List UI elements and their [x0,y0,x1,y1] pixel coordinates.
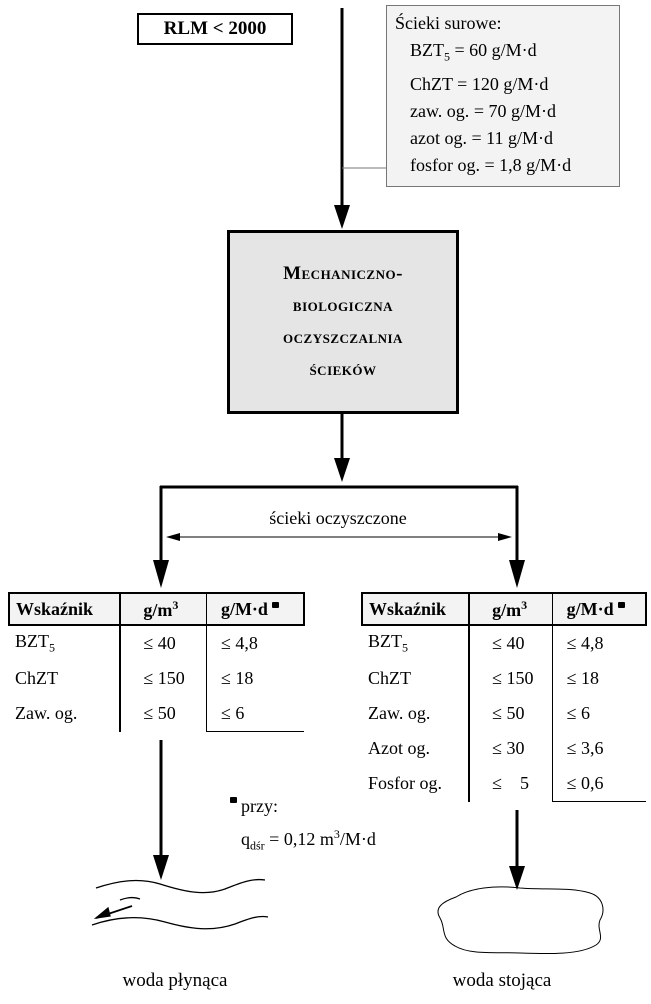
inflow-arrow [334,205,350,229]
right-outlet-arrow [509,866,525,890]
cell-indicator: BZT5 [9,625,122,661]
cell-load: ≤ 6 [206,696,304,732]
cell-load: ≤ 18 [566,668,599,688]
table-row: ChZT ≤ 150 ≤ 18 [362,661,646,696]
table-row: Azot og. ≤ 30 ≤ 3,6 [362,731,646,766]
footnote: przy: qdśr = 0,12 m3/M·d [230,792,376,860]
cell-indicator: ChZT [362,661,471,696]
table-row: Fosfor og. ≤ 5 ≤ 0,6 [362,766,646,802]
footnote-mark-icon [618,601,626,608]
footnote-mark-icon [272,601,280,608]
cell-indicator: Zaw. og. [9,696,122,732]
effluent-table-flowing: Wskaźnik g/m3 g/M·d BZT5 ≤ 40 ≤ 4,8 ChZT… [7,592,305,732]
header-indicator: Wskaźnik [7,592,122,626]
raw-sewage-item: fosfor og. = 1,8 g/M·d [410,154,572,175]
footnote-line-1: przy: [230,792,376,820]
table-row: Zaw. og. ≤ 50 ≤ 6 [9,696,304,732]
plant-line: Mechaniczno- [283,263,403,284]
cell-concentration: ≤ 150 [469,661,553,696]
cell-indicator: Azot og. [362,731,471,766]
right-branch-arrow [509,560,525,588]
cell-concentration: ≤ 30 [469,731,553,766]
plant-line: oczyszczalnia [283,327,403,348]
raw-sewage-title: Ścieki surowe: [395,13,502,33]
cell-concentration: ≤ 50 [469,696,553,731]
table-row: BZT5 ≤ 40 ≤ 4,8 [9,625,304,661]
table-row: BZT5 ≤ 40 ≤ 4,8 [362,625,646,661]
footnote-line-2: qdśr = 0,12 m3/M·d [241,827,376,853]
header-load: g/M·d [552,592,647,626]
effluent-table-standing: Wskaźnik g/m3 g/M·d BZT5 ≤ 40 ≤ 4,8 ChZT… [360,592,647,802]
table-row: ChZT ≤ 150 ≤ 18 [9,661,304,696]
header-indicator: Wskaźnik [360,592,471,626]
raw-sewage-item: zaw. og. = 70 g/M·d [410,100,556,121]
plant-line: ścieków [309,359,377,380]
left-outlet-arrow [153,855,169,880]
cell-load: ≤ 18 [220,668,254,688]
header-load: g/M·d [206,592,305,626]
cell-load: ≤ 3,6 [566,738,604,758]
cell-indicator: Zaw. og. [362,696,471,731]
plant-line: biologiczna [292,295,394,316]
caption-standing-water: woda stojąca [452,970,552,991]
cell-load: ≤ 4,8 [220,633,258,653]
rlm-label-box: RLM < 2000 [137,13,293,45]
cell-load: ≤ 6 [566,703,590,723]
footnote-mark-icon [230,797,237,803]
raw-sewage-item: BZT5 = 60 g/M·d [410,40,537,64]
raw-sewage-item: azot og. = 11 g/M·d [410,127,553,148]
table-row: Zaw. og. ≤ 50 ≤ 6 [362,696,646,731]
header-concentration: g/m3 [120,592,207,626]
outflow-arrow [334,458,350,482]
cell-concentration: ≤ 40 [120,625,207,661]
cell-concentration: ≤ 5 [469,766,553,802]
cell-concentration: ≤ 40 [469,625,553,661]
cell-load: ≤ 4,8 [566,633,604,653]
cell-concentration: ≤ 50 [120,696,207,732]
rlm-label: RLM < 2000 [163,18,267,39]
treated-arrow-right [498,533,512,541]
treated-arrow-left [166,533,180,541]
table-header-row: Wskaźnik g/m3 g/M·d [7,592,305,626]
cell-indicator: ChZT [9,661,122,696]
raw-sewage-box: Ścieki surowe: BZT5 = 60 g/M·d ChZT = 12… [386,5,620,187]
cell-indicator: BZT5 [362,625,471,661]
treatment-plant-box: Mechaniczno- biologiczna oczyszczalnia ś… [227,230,459,414]
left-branch-arrow [153,560,169,588]
cell-concentration: ≤ 150 [120,661,207,696]
table-header-row: Wskaźnik g/m3 g/M·d [360,592,647,626]
raw-sewage-item: ChZT = 120 g/M·d [410,73,549,94]
lake-icon [437,886,604,955]
treated-sewage-label: ścieki oczyszczone [269,508,407,528]
caption-flowing-water: woda płynąca [122,970,228,991]
header-concentration: g/m3 [469,592,553,626]
cell-load: ≤ 0,6 [552,766,646,802]
cell-indicator: Fosfor og. [362,766,471,802]
river-icon [91,878,269,930]
